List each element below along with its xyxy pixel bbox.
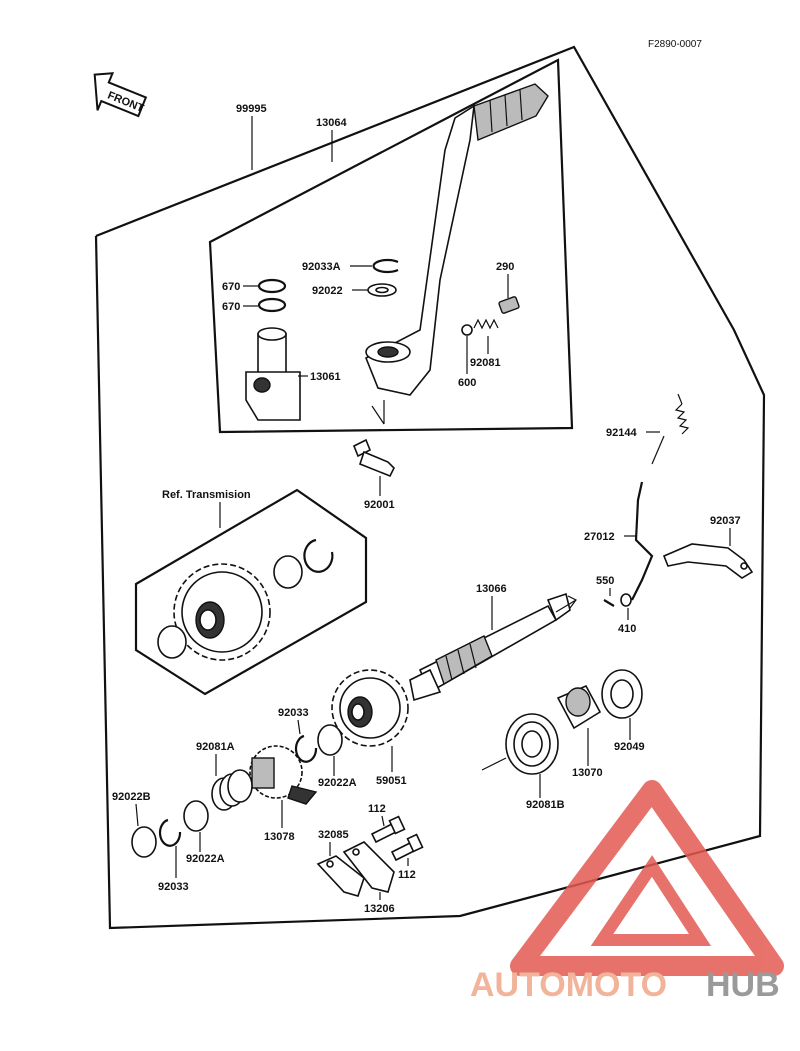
label-guide-13206: 13206 <box>364 903 395 915</box>
circlip-92033-bottom <box>158 818 182 847</box>
transmission-washer-1 <box>157 625 187 659</box>
watermark-text-b: HUB <box>706 966 780 1004</box>
label-pedal-assy: 13064 <box>316 117 347 129</box>
plate-92037 <box>662 543 754 579</box>
label-spring-92081a: 92081A <box>196 741 235 753</box>
guide-13206 <box>342 841 395 893</box>
label-gear-59051: 59051 <box>376 775 407 787</box>
label-spring-92081b: 92081B <box>526 799 565 811</box>
collar-92049 <box>601 669 643 719</box>
bolt-92001 <box>352 438 395 478</box>
label-washer-410: 410 <box>618 623 636 635</box>
label-guide-13070: 13070 <box>572 767 603 779</box>
circlip-a <box>372 258 399 274</box>
washer-92022b <box>131 826 157 858</box>
lever-27012 <box>631 481 654 601</box>
boss-13061 <box>245 327 301 421</box>
pedal-assy-box <box>208 58 574 434</box>
label-kit: 99995 <box>236 103 267 115</box>
washer-92022a-top <box>317 724 343 756</box>
label-ball: 600 <box>458 377 476 389</box>
gear-59051 <box>331 669 409 747</box>
label-circlip-92033-top: 92033 <box>278 707 309 719</box>
label-collar-92049: 92049 <box>614 741 645 753</box>
spring-92081b <box>481 713 559 775</box>
screw-550 <box>603 599 615 607</box>
label-lever-27012: 27012 <box>584 531 615 543</box>
ratchet-13078 <box>249 745 318 805</box>
label-washer-92022b: 92022B <box>112 791 151 803</box>
watermark-logo <box>510 780 784 976</box>
washer-410 <box>620 593 632 607</box>
kick-shaft-13066 <box>409 592 577 702</box>
cap-290 <box>498 296 520 314</box>
watermark-text-a: AUTOMOTO <box>470 966 667 1004</box>
label-return-spring: 92144 <box>606 427 637 439</box>
label-circlip-a: 92033A <box>302 261 341 273</box>
label-ratchet: 13078 <box>264 831 295 843</box>
label-circlip-92033-bottom: 92033 <box>158 881 189 893</box>
diagram-code: F2890-0007 <box>648 39 702 50</box>
kick-pedal-arm <box>364 83 549 425</box>
label-boss: 13061 <box>310 371 341 383</box>
ball-600 <box>461 324 473 336</box>
label-bolt-112-bottom: 112 <box>398 869 416 881</box>
bolt-112-bottom <box>390 833 424 862</box>
oring-2 <box>257 297 287 313</box>
label-plate-32085: 32085 <box>318 829 349 841</box>
circlip-92033-top <box>294 734 318 763</box>
spring-92081a <box>211 769 253 811</box>
label-screw-550: 550 <box>596 575 614 587</box>
transmission-washer-2 <box>273 555 303 589</box>
return-spring-92144 <box>651 393 690 465</box>
ref-transmission-box <box>134 488 368 696</box>
transmission-gear <box>173 563 271 661</box>
label-kick-shaft: 13066 <box>476 583 507 595</box>
label-oring-1: 670 <box>222 281 240 293</box>
guide-13070 <box>556 684 602 730</box>
label-bolt-92001: 92001 <box>364 499 395 511</box>
front-arrow-icon: FRONT <box>93 72 148 118</box>
bolt-112-top <box>370 815 406 844</box>
label-washer-92022: 92022 <box>312 285 343 297</box>
label-plate-92037: 92037 <box>710 515 741 527</box>
label-spring-92081: 92081 <box>470 357 501 369</box>
label-washer-92022a-bottom: 92022A <box>186 853 225 865</box>
washer-92022a-bottom <box>183 800 209 832</box>
oring-1 <box>257 278 287 294</box>
label-washer-92022a-top: 92022A <box>318 777 357 789</box>
label-oring-2: 670 <box>222 301 240 313</box>
outer-boundary <box>94 45 766 930</box>
plate-32085 <box>316 855 365 897</box>
label-ref-transmission: Ref. Transmision <box>162 489 251 501</box>
label-bolt-112-top: 112 <box>368 803 386 815</box>
transmission-circlip <box>303 538 334 573</box>
label-cap: 290 <box>496 261 514 273</box>
spring-92081 <box>473 318 499 330</box>
